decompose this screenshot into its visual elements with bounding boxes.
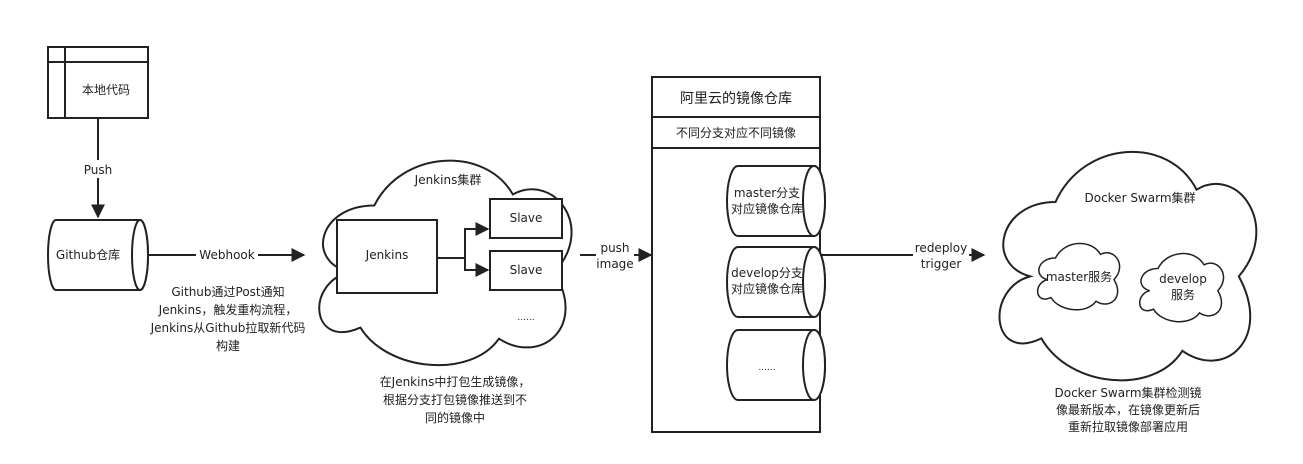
master-repo-cylinder[interactable]: master分支 对应镜像仓库 <box>726 165 826 237</box>
local-code-box[interactable]: 本地代码 <box>47 46 149 119</box>
jenkins-cluster-title: Jenkins集群 <box>414 172 482 187</box>
slave-label: Slave <box>510 263 543 277</box>
description-line: 同的镜像中 <box>425 410 485 425</box>
docker-swarm-cloud[interactable]: Docker Swarm集群 master服务 develop 服务 <box>998 150 1258 382</box>
service-label: 服务 <box>1171 287 1195 302</box>
develop-repo-cylinder[interactable]: develop分支 对应镜像仓库 <box>726 246 826 318</box>
push-arrow: Push <box>78 118 118 219</box>
push-label: Push <box>84 163 113 177</box>
swarm-title: Docker Swarm集群 <box>1084 190 1195 205</box>
description-line: 像最新版本，在镜像更新后 <box>1056 402 1200 417</box>
slave-box[interactable] <box>489 250 563 291</box>
webhook-arrow: Webhook <box>148 246 306 264</box>
jenkins-description: 在Jenkins中打包生成镜像， 根据分支打包镜像推送到不 同的镜像中 <box>380 374 531 425</box>
description-line: 重新拉取镜像部署应用 <box>1068 419 1188 434</box>
repo-label: master分支 <box>734 186 800 200</box>
slave-box[interactable] <box>489 198 563 239</box>
description-line: Jenkins，触发重构流程， <box>158 302 298 317</box>
description-line: Jenkins从Github拉取新代码 <box>150 320 306 335</box>
description-line: Github通过Post通知 <box>171 285 284 299</box>
more-repo-cylinder[interactable]: ...... <box>726 329 826 401</box>
develop-service-cloud[interactable]: develop 服务 <box>1139 252 1225 323</box>
jenkins-cluster-cloud[interactable]: Jenkins集群 Jenkins Slave Slave ...... <box>318 159 573 367</box>
registry-subtitle: 不同分支对应不同镜像 <box>676 125 796 140</box>
swarm-description: Docker Swarm集群检测镜 像最新版本，在镜像更新后 重新拉取镜像部署应… <box>1054 385 1201 434</box>
registry-title: 阿里云的镜像仓库 <box>680 91 792 107</box>
description-line: 构建 <box>216 338 240 353</box>
more-slaves-ellipsis: ...... <box>517 313 534 323</box>
redeploy-trigger-arrow: redeploy trigger <box>820 238 986 271</box>
jenkins-master-label: Jenkins <box>365 248 409 262</box>
push-image-arrow: push image <box>580 238 653 271</box>
push-image-label: push <box>600 241 629 255</box>
repo-label: develop分支 <box>731 266 803 280</box>
description-line: Docker Swarm集群检测镜 <box>1054 385 1201 400</box>
github-repo-cylinder[interactable]: Github仓库 <box>47 219 149 291</box>
description-line: 根据分支打包镜像推送到不 <box>383 392 527 407</box>
description-line: 在Jenkins中打包生成镜像， <box>380 374 531 389</box>
webhook-label: Webhook <box>199 248 254 262</box>
repo-label: ...... <box>758 363 775 373</box>
service-label: master服务 <box>1046 269 1112 284</box>
service-label: develop <box>1159 272 1207 286</box>
push-image-label: image <box>596 257 633 271</box>
github-repo-label: Github仓库 <box>56 247 120 262</box>
aliyun-registry-box[interactable]: 阿里云的镜像仓库 不同分支对应不同镜像 master分支 对应镜像仓库 deve… <box>651 76 826 433</box>
master-service-cloud[interactable]: master服务 <box>1036 242 1121 311</box>
repo-label: 对应镜像仓库 <box>731 201 803 216</box>
slave-label: Slave <box>510 211 543 225</box>
redeploy-label: trigger <box>921 257 962 271</box>
redeploy-label: redeploy <box>915 241 967 255</box>
repo-label: 对应镜像仓库 <box>731 281 803 296</box>
webhook-description: Github通过Post通知 Jenkins，触发重构流程， Jenkins从G… <box>150 285 306 353</box>
jenkins-master-box[interactable] <box>336 219 438 294</box>
local-code-label: 本地代码 <box>82 83 130 97</box>
